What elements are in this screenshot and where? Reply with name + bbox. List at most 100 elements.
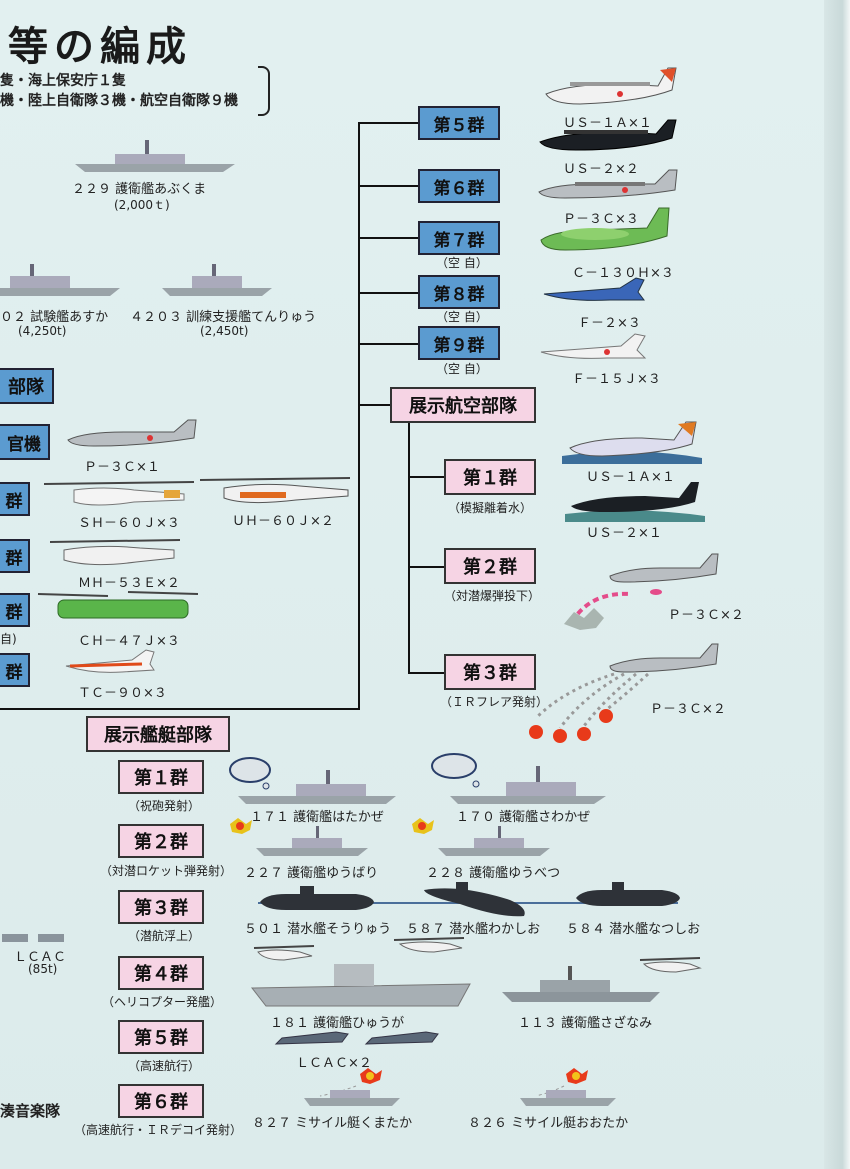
group-box-g8: 第８群 [418, 275, 500, 309]
label-hyuga: １８１ 護衛艦ひゅうが [270, 1016, 405, 1031]
ship-abukuma-icon [75, 140, 235, 172]
label-ch47j: ＣＨ－４７Ｊ×３ [78, 634, 180, 649]
page-title: 等の編成 [8, 23, 192, 70]
label-uh60j: ＵＨ－６０Ｊ×２ [232, 514, 334, 529]
ship-hatakaze-salute-icon [229, 757, 396, 804]
branch-da3 [408, 672, 444, 674]
submarine-wakashio-icon [424, 882, 525, 917]
left-box-gun-3: 群 [0, 593, 30, 627]
demo-ship-g5-box: 第５群 [118, 1020, 204, 1054]
group-box-g5: 第５群 [418, 106, 500, 140]
mh53e-helicopter-icon [49, 539, 181, 566]
submarine-soryu-icon [260, 886, 374, 910]
ship-yubari-rocket-icon [230, 818, 368, 856]
label-tc90: ＴＣ－９０×３ [78, 686, 167, 701]
demo-ship-g1-note: （祝砲発射） [128, 799, 201, 813]
header-line-1: 隻・海上保安庁１隻 [0, 73, 126, 89]
uh60j-helicopter-icon [199, 477, 351, 504]
sub-tenryu: (2,450t) [200, 324, 249, 338]
demo-ship-g4-note: （ヘリコプター発艦） [102, 995, 223, 1009]
sub-asuka: (4,250t) [18, 324, 67, 338]
label-p3c-g6: Ｐ－３Ｃ×３ [563, 212, 639, 227]
us2-aircraft-icon [539, 119, 677, 151]
label-us1a: ＵＳ－１Ａ×１ [563, 116, 652, 131]
demo-air-g1-box: 第１群 [444, 459, 536, 495]
sub-lcac-small: (85t) [28, 962, 58, 976]
p3c-flare-icon [529, 643, 719, 743]
label-soryu: ５０１ 潜水艦そうりゅう [244, 922, 392, 937]
demo-ship-g6-note: （高速航行・ＩＲデコイ発射） [74, 1123, 243, 1137]
label-sawakaze: １７０ 護衛艦さわかぜ [456, 810, 591, 825]
ship-asuka-icon [0, 264, 120, 296]
label-us2-demo: ＵＳ－２×１ [586, 526, 662, 541]
ship-sawakaze-salute-icon [431, 753, 606, 804]
ship-hyuga-icon [250, 937, 471, 1007]
demo-air-trunk [408, 420, 410, 674]
left-box-gun-1: 群 [0, 482, 30, 516]
demo-ship-g3-note: （潜航浮上） [128, 929, 201, 943]
label-lcac-small: ＬＣＡＣ [14, 950, 67, 965]
left-box-gun-4: 群 [0, 653, 30, 687]
demo-ship-g1-box: 第１群 [118, 760, 204, 794]
p3c-aircraft-icon [538, 169, 678, 199]
group-note-g8: （空 自） [436, 310, 488, 324]
label-us1a-demo: ＵＳ－１Ａ×１ [586, 470, 675, 485]
sub-abukuma: (2,000ｔ) [114, 198, 170, 212]
lcac-small-icon [2, 934, 64, 942]
label-yubari: ２２７ 護衛艦ゆうばり [244, 866, 379, 881]
label-sh60j: ＳＨ－６０Ｊ×３ [78, 516, 180, 531]
left-note-ji: 自) [0, 632, 17, 646]
c130h-aircraft-icon [540, 207, 670, 251]
label-tenryu: ４２０３ 訓練支援艦てんりゅう [130, 310, 317, 325]
label-us2: ＵＳ－２×２ [563, 162, 639, 177]
demo-ships-title: 展示艦艇部隊 [86, 716, 230, 752]
label-mh53e: ＭＨ－５３Ｅ×２ [78, 576, 180, 591]
left-box-butai: 部隊 [0, 368, 54, 404]
demo-ship-g3-box: 第３群 [118, 890, 204, 924]
demo-ship-g6-box: 第６群 [118, 1084, 204, 1118]
demo-air-title: 展示航空部隊 [390, 387, 536, 423]
group-box-g9: 第９群 [418, 326, 500, 360]
branch-g9 [358, 343, 420, 345]
us2-water-landing-icon [565, 482, 705, 522]
branch-g8 [358, 292, 420, 294]
p3c-command-icon [67, 419, 197, 447]
header-line-2: 機・陸上自衛隊３機・航空自衛隊９機 [0, 93, 238, 109]
branch-da2 [408, 566, 444, 568]
sh60j-helicopter-icon [43, 481, 195, 506]
us1a-aircraft-icon [545, 67, 677, 105]
label-otaka: ８２６ ミサイル艇おおたか [468, 1116, 629, 1131]
demo-ship-g4-box: 第４群 [118, 956, 204, 990]
f2-aircraft-icon [543, 277, 645, 301]
label-p3c-bomb: Ｐ－３Ｃ×２ [668, 608, 744, 623]
label-asuka: ０２ 試験艦あすか [0, 310, 109, 325]
missile-boat-otaka-icon [520, 1068, 616, 1106]
branch-g7 [358, 237, 420, 239]
page-edge-shadow [824, 0, 850, 1169]
branch-g5 [358, 122, 420, 124]
label-f15j: Ｆ－１５Ｊ×３ [572, 372, 661, 387]
tree-bottom-line [0, 708, 360, 710]
group-box-g7: 第７群 [418, 221, 500, 255]
tree-trunk [358, 122, 360, 710]
f15j-aircraft-icon [540, 333, 647, 359]
demo-ship-g2-note: （対潜ロケット弾発射） [100, 864, 233, 878]
band-label: 湊音楽隊 [0, 1102, 61, 1120]
submarine-natsushio-icon [576, 882, 680, 906]
label-f2: Ｆ－２×３ [578, 316, 641, 331]
label-p3c-command: Ｐ－３Ｃ×１ [84, 460, 160, 475]
branch-g6 [358, 185, 420, 187]
left-box-gun-2: 群 [0, 539, 30, 573]
ship-tenryu-icon [162, 264, 272, 296]
label-natsushio: ５８４ 潜水艦なつしお [566, 922, 701, 937]
demo-air-g2-note: （対潜爆弾投下） [444, 589, 541, 603]
label-hatakaze: １７１ 護衛艦はたかぜ [250, 810, 384, 825]
left-box-kanki: 官機 [0, 424, 50, 460]
us1a-water-landing-icon [562, 421, 702, 464]
p3c-bomb-drop-icon [564, 553, 719, 630]
label-c130h: Ｃ－１３０Ｈ×３ [572, 266, 674, 281]
demo-air-g1-note: （模擬離着水） [448, 501, 533, 515]
tc90-aircraft-icon [65, 649, 155, 673]
lcac-pair-icon [274, 1031, 439, 1045]
